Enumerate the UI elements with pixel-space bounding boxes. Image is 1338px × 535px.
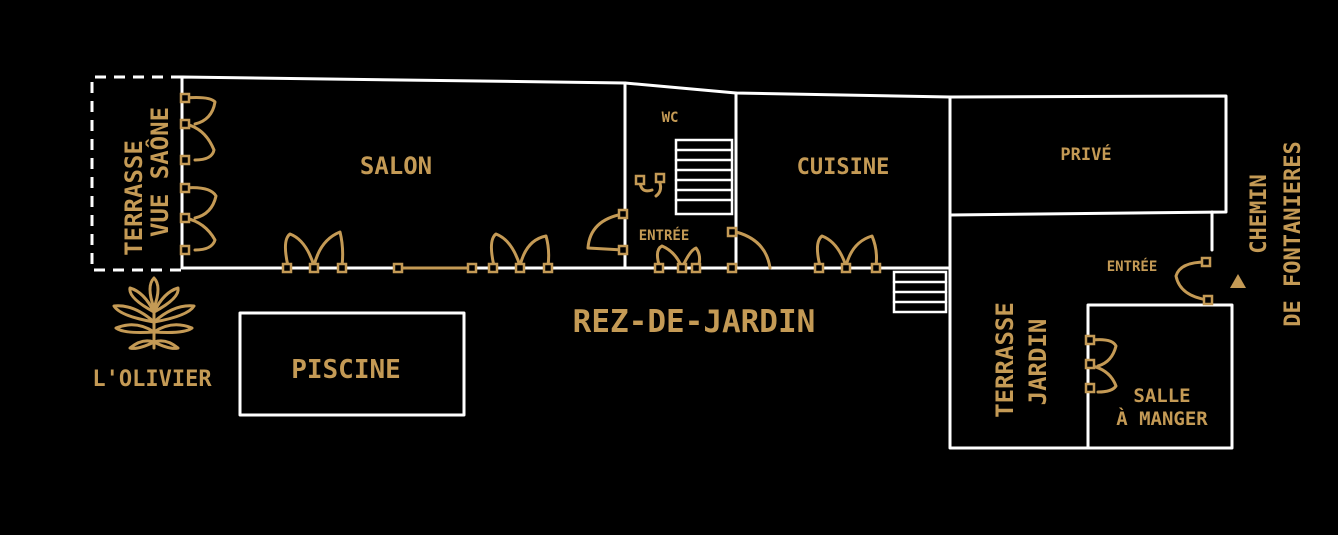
door-terrasse-saone-bottom	[179, 182, 218, 256]
label-salle-line2: À MANGER	[1116, 407, 1208, 430]
door-salon-sliding	[392, 262, 478, 274]
door-salle-manger	[1084, 334, 1118, 394]
piscine-outline	[238, 311, 466, 417]
label-entree-main: ENTRÉE	[639, 227, 690, 244]
outside-staircase	[892, 270, 948, 314]
label-terrasse-saone-line2: VUE SAÔNE	[144, 107, 174, 237]
door-wc	[634, 172, 666, 198]
label-prive: PRIVÉ	[1060, 143, 1111, 165]
wc-staircase	[674, 138, 734, 216]
label-olivier: L'OLIVIER	[92, 367, 212, 392]
label-terrasse-jardin-line1: TERRASSE	[991, 302, 1019, 418]
terrasse-saone-outline	[90, 75, 182, 272]
entrance-arrow-icon	[1230, 274, 1246, 288]
label-terrasse-jardin-line2: JARDIN	[1024, 319, 1052, 406]
door-entree-main	[653, 244, 702, 274]
label-salon: SALON	[360, 152, 432, 180]
label-entree-side: ENTRÉE	[1107, 258, 1158, 275]
label-cuisine: CUISINE	[797, 155, 890, 180]
main-building-walls	[180, 75, 1228, 270]
label-terrasse-saone-line1: TERRASSE	[120, 140, 148, 256]
door-entree-side	[1174, 256, 1214, 306]
door-cuisine	[813, 234, 882, 274]
door-salon-left	[281, 230, 348, 274]
olive-tree-icon	[112, 276, 196, 350]
door-entree-left	[586, 208, 629, 256]
door-salon-right	[487, 232, 554, 274]
door-cuisine-entree	[726, 226, 772, 274]
plan-title: REZ-DE-JARDIN	[573, 304, 816, 340]
label-salle-line1: SALLE	[1133, 385, 1190, 407]
label-street-line2: DE FONTANIERES	[1281, 141, 1306, 326]
label-piscine: PISCINE	[291, 355, 401, 385]
right-wing-walls	[948, 213, 1234, 450]
label-wc: WC	[662, 110, 679, 126]
label-street-line1: CHEMIN	[1247, 174, 1272, 253]
door-terrasse-saone-top	[179, 92, 217, 166]
